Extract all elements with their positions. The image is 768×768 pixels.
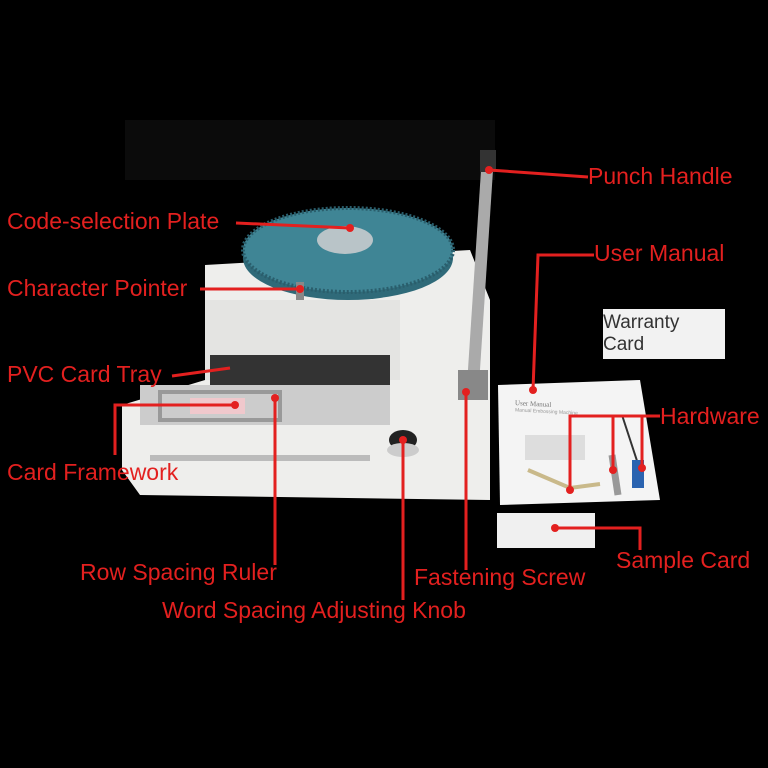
- ruler-slot: [150, 455, 370, 461]
- label-pvc-card-tray: PVC Card Tray: [7, 361, 162, 387]
- dial-center: [317, 226, 373, 254]
- label-row-spacing-ruler: Row Spacing Ruler: [80, 559, 277, 585]
- leader-lines: [113, 168, 660, 600]
- label-card-framework: Card Framework: [7, 459, 179, 485]
- card-slot: [210, 355, 390, 385]
- label-fastening-screw: Fastening Screw: [414, 564, 586, 590]
- leader-dots: [231, 166, 646, 532]
- warranty-card: Warranty Card: [603, 309, 725, 359]
- punch-handle: [466, 155, 494, 400]
- label-code-selection-plate: Code-selection Plate: [7, 208, 220, 234]
- shadow: [125, 120, 495, 180]
- label-user-manual: User Manual: [594, 240, 725, 266]
- fastening-screw: [458, 370, 488, 400]
- label-punch-handle: Punch Handle: [588, 163, 733, 189]
- label-hardware: Hardware: [660, 403, 760, 429]
- label-character-pointer: Character Pointer: [7, 275, 188, 301]
- label-sample-card: Sample Card: [616, 547, 751, 573]
- label-word-spacing-knob: Word Spacing Adjusting Knob: [162, 597, 466, 623]
- sample-card: [497, 513, 595, 548]
